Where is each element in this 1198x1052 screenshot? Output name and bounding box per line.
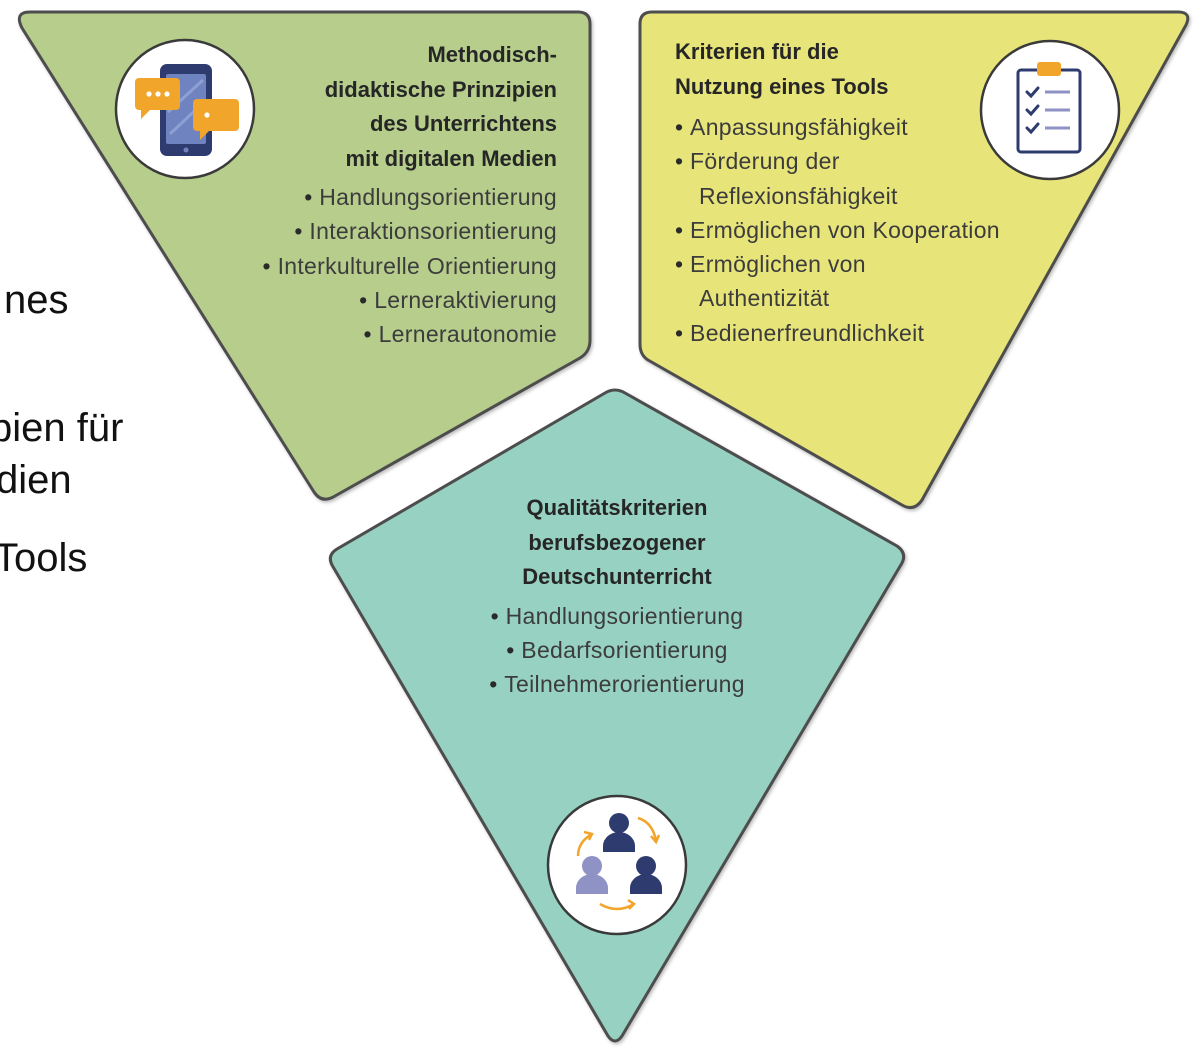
phone-chat-icon xyxy=(114,38,256,180)
heading-line: Qualitätskriterien xyxy=(526,495,708,520)
list-item-continuation: Authentizität xyxy=(699,285,830,312)
background-text-line: nes xyxy=(4,278,69,322)
panel-qualitaet-shape xyxy=(328,388,906,1043)
list-item: Handlungsorientierung xyxy=(407,599,827,633)
background-text-line: pien für xyxy=(0,406,124,450)
panel-qualitaet-text: Qualitätskriterien berufsbezogener Deuts… xyxy=(407,491,827,701)
list-item: Lernerautonomie xyxy=(150,317,557,351)
list-item-continuation: Reflexionsfähigkeit xyxy=(699,182,898,209)
heading-line: Deutschunterricht xyxy=(522,564,712,589)
heading-line: des Unterrichtens xyxy=(369,111,557,136)
list-item: Bedarfsorientierung xyxy=(407,633,827,667)
panel-heading: Kriterien für die Nutzung eines Tools xyxy=(675,35,1095,104)
list-item: Interaktionsorientierung xyxy=(150,214,557,248)
panel-kriterien-text: Kriterien für die Nutzung eines Tools An… xyxy=(675,35,1095,350)
list-item: Interkulturelle Orientierung xyxy=(150,249,557,283)
panel-heading: Qualitätskriterien berufsbezogener Deuts… xyxy=(407,491,827,595)
bullet-list: Handlungsorientierung Bedarfsorientierun… xyxy=(407,599,827,702)
list-item: Ermöglichen von Kooperation xyxy=(675,213,1095,247)
heading-line: mit digitalen Medien xyxy=(345,145,557,171)
list-item: Handlungsorientierung xyxy=(150,180,557,214)
list-item: Förderung der xyxy=(675,144,1095,178)
people-group-icon xyxy=(546,794,688,936)
bullet-list: Anpassungsfähigkeit Förderung der Reflex… xyxy=(675,110,1095,350)
heading-line: berufsbezogener xyxy=(528,529,706,555)
background-text-line: dien xyxy=(0,458,72,502)
panel-heading: Methodisch- didaktische Prinzipien des U… xyxy=(150,38,557,176)
background-text-line: Tools xyxy=(0,536,88,580)
heading-line: Kriterien für die xyxy=(675,39,839,64)
list-item: Bedienerfreundlichkeit xyxy=(675,316,1095,350)
bullet-list: Handlungsorientierung Interaktionsorient… xyxy=(150,180,557,351)
heading-line: didaktische Prinzipien xyxy=(324,76,557,102)
list-item: Anpassungsfähigkeit xyxy=(675,110,1095,144)
list-item: Teilnehmerorientierung xyxy=(407,667,827,701)
heading-line: Methodisch- xyxy=(427,42,557,67)
list-item: Ermöglichen von xyxy=(675,247,1095,281)
heading-line: Nutzung eines Tools xyxy=(675,73,889,99)
list-item: Lerneraktivierung xyxy=(150,283,557,317)
panel-methodisch-text: Methodisch- didaktische Prinzipien des U… xyxy=(150,38,557,351)
